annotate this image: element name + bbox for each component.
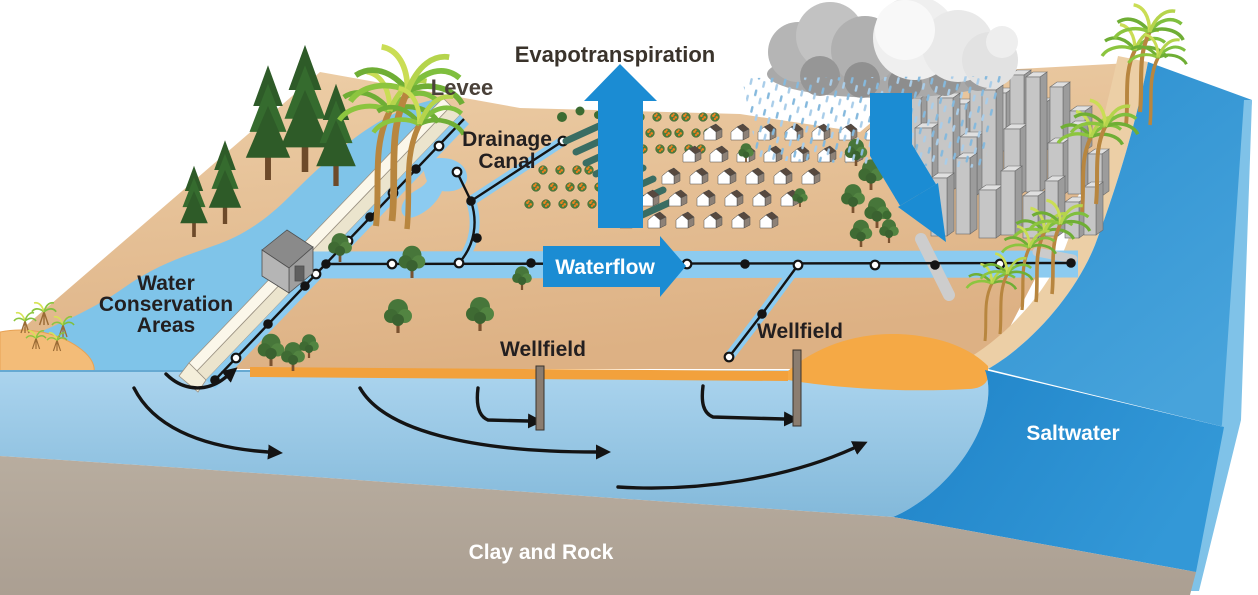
orange-tree-icon bbox=[587, 199, 597, 209]
orange-tree-icon bbox=[681, 112, 691, 122]
building-front bbox=[1022, 195, 1039, 239]
canal-node-filled bbox=[472, 233, 482, 243]
seepage-arrow bbox=[164, 367, 238, 390]
orange-tree-icon bbox=[577, 182, 587, 192]
canal-node-filled bbox=[1066, 258, 1076, 268]
groundwater-flow-arrow bbox=[132, 386, 283, 460]
building-front bbox=[978, 189, 997, 239]
canal-node-open bbox=[451, 166, 463, 178]
mangrove-island bbox=[0, 329, 95, 373]
clay-and-rock-layer bbox=[0, 456, 1196, 595]
canal-node-open bbox=[230, 352, 242, 364]
canal-node-filled bbox=[300, 281, 310, 291]
orange-tree-icon bbox=[667, 144, 677, 154]
building-icon bbox=[1083, 181, 1104, 236]
building-icon bbox=[1025, 71, 1048, 193]
waterflow-arrow: Waterflow bbox=[543, 236, 686, 297]
drainage-canal-label-line2: Canal bbox=[478, 150, 535, 173]
wellfield-pipe-right bbox=[792, 349, 802, 427]
waterflow-label: Waterflow bbox=[555, 256, 655, 279]
orange-tree-icon bbox=[652, 112, 662, 122]
building-front bbox=[955, 157, 971, 235]
canal-node-open bbox=[453, 257, 465, 269]
canal-node-open bbox=[723, 351, 735, 363]
canal-node-filled bbox=[740, 259, 750, 269]
orange-tree-icon bbox=[538, 165, 548, 175]
orange-tree-icon bbox=[572, 165, 582, 175]
rain-cloud-icon bbox=[767, 0, 1018, 101]
ocean-surface bbox=[988, 62, 1252, 427]
orange-tree-icon bbox=[541, 199, 551, 209]
sand-layer-mound bbox=[788, 333, 989, 391]
groundwater-flow bbox=[132, 367, 868, 490]
orange-tree-icon bbox=[698, 112, 708, 122]
main-canal-line bbox=[325, 261, 1072, 266]
orange-tree-icon bbox=[674, 128, 684, 138]
pump-station bbox=[261, 229, 314, 294]
rain-recharge-arrow bbox=[870, 93, 946, 242]
groundwater-flow-arrow bbox=[616, 441, 868, 490]
orange-tree-icon bbox=[524, 199, 534, 209]
canal-node-filled bbox=[930, 260, 940, 270]
canal-node-filled bbox=[526, 258, 536, 268]
canal-node-open bbox=[869, 259, 881, 271]
building-side bbox=[1014, 165, 1023, 236]
levee-label: Levee bbox=[431, 75, 493, 100]
water-conservation-areas-label-line3: Areas bbox=[137, 314, 195, 337]
canal-node-filled bbox=[411, 164, 421, 174]
orange-tree-icon bbox=[669, 112, 679, 122]
ocean-side-face bbox=[1185, 100, 1252, 591]
orange-tree-icon bbox=[662, 128, 672, 138]
pump-station-door bbox=[294, 265, 305, 282]
orange-tree-icon bbox=[691, 128, 701, 138]
drainage-pond bbox=[401, 157, 468, 218]
evapotranspiration-label: Evapotranspiration bbox=[515, 42, 715, 67]
water-conservation-areas-label-line1: Water bbox=[137, 272, 195, 295]
orange-tree-icon bbox=[645, 128, 655, 138]
orange-tree-icon bbox=[570, 199, 580, 209]
canal-node-filled bbox=[466, 196, 476, 206]
sand-layer-strip bbox=[250, 367, 788, 381]
saltwater-label: Saltwater bbox=[1026, 422, 1119, 445]
drainage-canal-label-line1: Drainage bbox=[462, 128, 552, 151]
clay-and-rock-label: Clay and Rock bbox=[469, 541, 614, 564]
water-conservation-areas-label-line2: Conservation bbox=[99, 293, 233, 316]
bush-icon bbox=[575, 106, 585, 116]
canal-node-open bbox=[433, 140, 445, 152]
wellfield-intake-arrow bbox=[700, 384, 799, 427]
building-side bbox=[1039, 71, 1048, 193]
groundwater-flow-arrow bbox=[358, 386, 611, 460]
evapotranspiration-arrow bbox=[584, 64, 657, 228]
crop-row bbox=[562, 122, 603, 145]
orange-tree-icon bbox=[710, 112, 720, 122]
orange-tree-icon bbox=[565, 182, 575, 192]
building-icon bbox=[1000, 165, 1023, 236]
wellfield-left-label: Wellfield bbox=[500, 338, 586, 361]
orange-tree-icon bbox=[655, 144, 665, 154]
building-front bbox=[1025, 76, 1041, 193]
canal-node-filled bbox=[321, 259, 331, 269]
bush-icon bbox=[557, 112, 567, 122]
crop-row bbox=[636, 197, 677, 220]
bush-icon bbox=[882, 210, 892, 220]
canal-node-filled bbox=[365, 212, 375, 222]
orange-tree-icon bbox=[558, 199, 568, 209]
orange-tree-icon bbox=[584, 165, 594, 175]
wellfield-pipe-left bbox=[535, 365, 545, 431]
orange-tree-icon bbox=[555, 165, 565, 175]
building-side bbox=[946, 172, 955, 237]
orange-tree-icon bbox=[531, 182, 541, 192]
canal-node-open bbox=[386, 258, 398, 270]
building-icon bbox=[978, 184, 1004, 239]
building-front bbox=[1000, 170, 1016, 236]
saltwater-wedge bbox=[893, 370, 1224, 572]
canal-node-filled bbox=[263, 319, 273, 329]
canal-node-open bbox=[792, 259, 804, 271]
wellfield-intake-arrow bbox=[475, 386, 543, 429]
wellfield-right-label: Wellfield bbox=[757, 320, 843, 343]
orange-tree-icon bbox=[548, 182, 558, 192]
canal-node-filled bbox=[757, 309, 767, 319]
